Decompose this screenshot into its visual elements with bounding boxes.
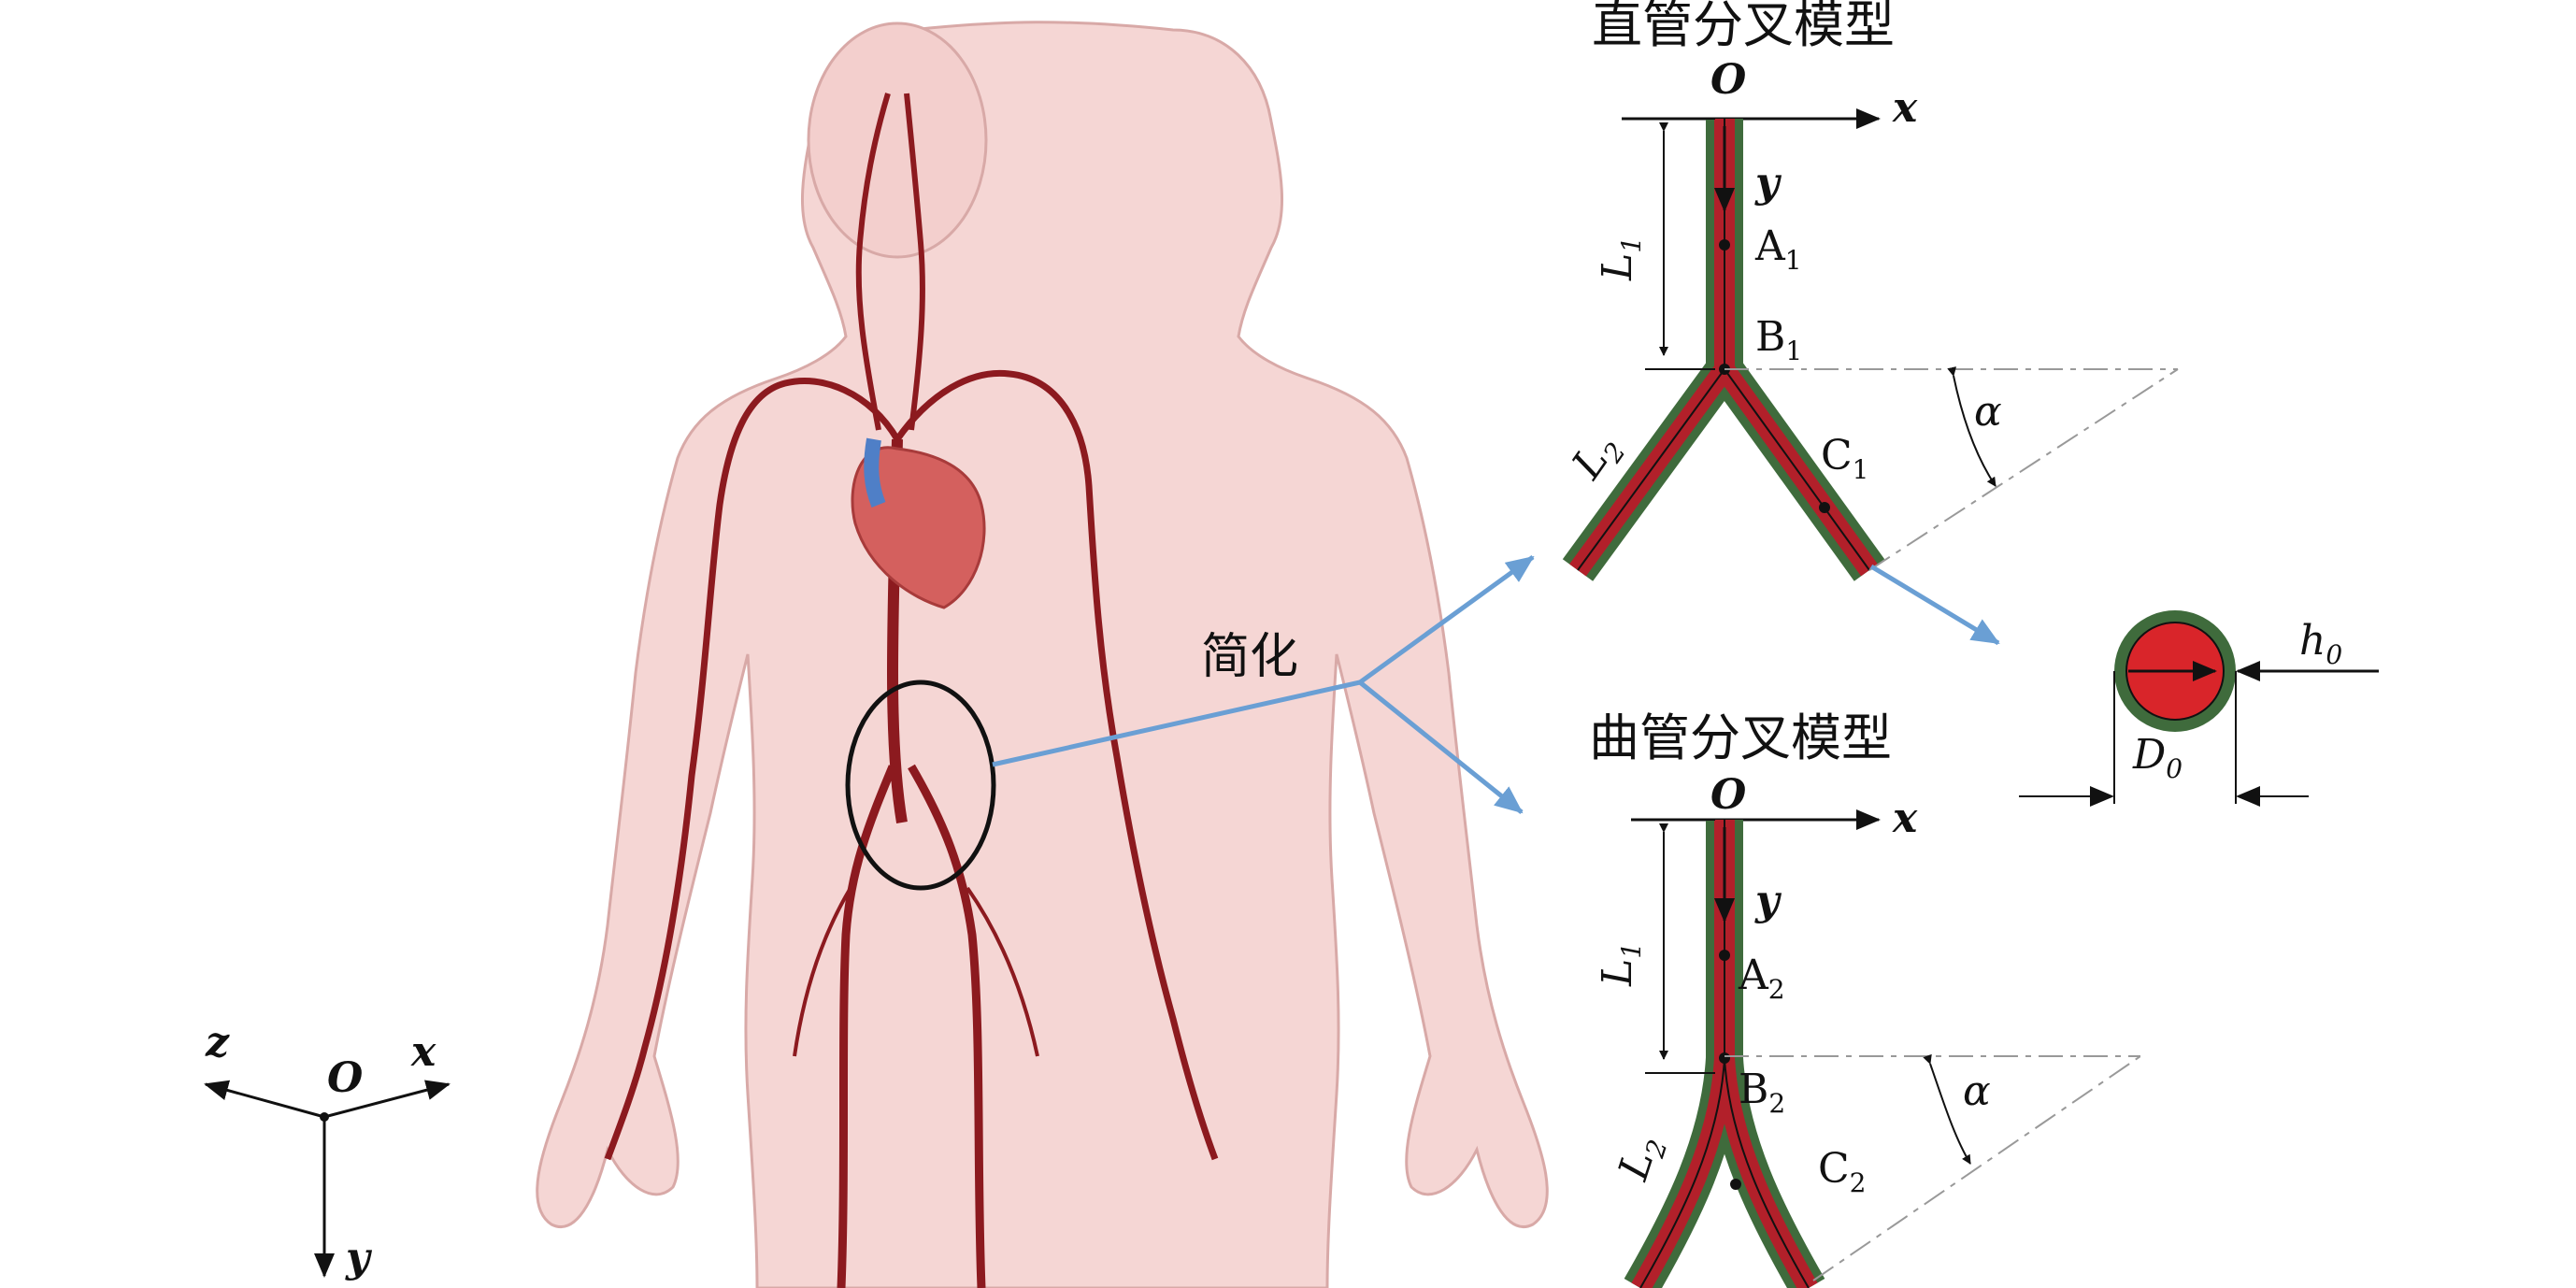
body-axis-y: y <box>345 1234 373 1281</box>
straight-point-C: C1 <box>1821 432 1869 485</box>
straight-origin: O <box>1710 56 1746 104</box>
bifurcation-highlight <box>845 680 996 891</box>
curved-point-A: A2 <box>1738 952 1785 1005</box>
carotid-left <box>855 93 891 431</box>
curved-point-C: C2 <box>1818 1145 1867 1198</box>
femoral-branch-right <box>966 886 1039 1057</box>
cross-section: h0 D0 <box>2019 610 2379 807</box>
straight-point-B: B1 <box>1755 313 1802 366</box>
wall-thickness-label: h0 <box>2299 617 2342 670</box>
cross-section-arrow <box>1869 564 2000 646</box>
carotid-right <box>904 93 925 431</box>
curved-bifurcation-model: 曲管分叉模型 O x y A2 B2 C2 L1 L2 α <box>1589 708 2141 1288</box>
diameter-label: D0 <box>2132 731 2182 784</box>
body-silhouette <box>536 21 1549 1288</box>
straight-x-axis: x <box>1892 84 1918 132</box>
iliac-left <box>837 765 897 1288</box>
simplify-label: 简化 <box>1201 629 1298 685</box>
body-axis-origin: O <box>327 1054 363 1102</box>
body-axis-z: z <box>205 1019 230 1066</box>
aortic-arch <box>604 378 901 1161</box>
straight-bifurcation-model: 直管分叉模型 O x y A1 B1 C1 L1 L2 α <box>1563 0 2179 581</box>
body-axes: O z x y <box>204 1019 451 1281</box>
human-body-illustration <box>536 21 1549 1288</box>
curved-L1: L1 <box>1594 942 1647 987</box>
curved-y-axis: y <box>1754 877 1782 924</box>
simplify-arrows: 简化 <box>992 554 1535 814</box>
iliac-right <box>908 764 986 1288</box>
femoral-branch-left <box>793 886 852 1057</box>
straight-model-title: 直管分叉模型 <box>1592 0 1895 54</box>
curved-origin: O <box>1710 771 1746 819</box>
curved-point-B: B2 <box>1739 1066 1785 1119</box>
straight-y-axis: y <box>1754 159 1782 207</box>
aortic-arch-right <box>894 369 1219 1161</box>
curved-angle: α <box>1963 1067 1991 1115</box>
straight-L1: L1 <box>1594 236 1647 281</box>
curved-L2: L2 <box>1610 1129 1674 1188</box>
straight-point-A: A1 <box>1754 222 1802 276</box>
body-axis-x: x <box>410 1028 436 1076</box>
head <box>807 21 988 259</box>
curved-model-title: 曲管分叉模型 <box>1589 708 1892 767</box>
straight-angle: α <box>1974 388 2002 436</box>
heart <box>851 437 986 609</box>
curved-x-axis: x <box>1892 794 1918 842</box>
